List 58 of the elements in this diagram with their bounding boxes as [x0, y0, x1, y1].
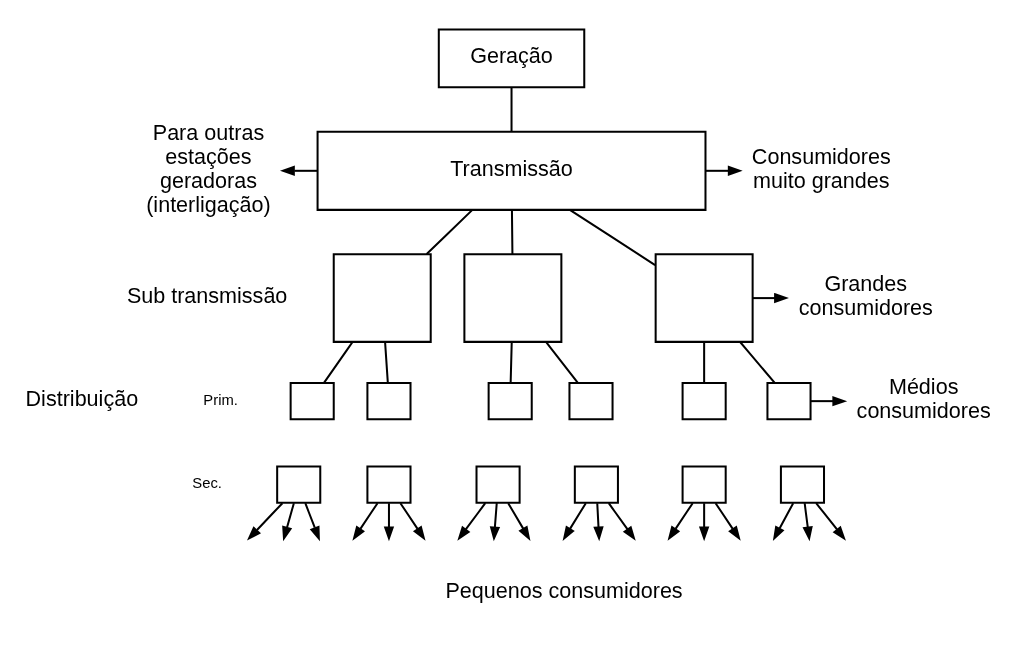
arrow	[593, 502, 604, 541]
arrow	[705, 165, 743, 176]
node-text: Para outras estações geradoras (interligação)	[146, 119, 271, 217]
node-box	[681, 381, 727, 420]
node-box	[568, 381, 614, 420]
node-box	[779, 464, 825, 504]
connector	[739, 340, 776, 383]
arrow	[714, 502, 741, 541]
connector	[569, 208, 656, 266]
arrow	[802, 502, 813, 541]
label: Distribuição	[25, 385, 139, 411]
arrow	[752, 292, 789, 303]
connector	[509, 341, 513, 383]
arrow	[247, 502, 284, 540]
node-box	[654, 252, 754, 343]
node-text: Grandes consumidores	[798, 270, 933, 320]
arrow	[772, 502, 795, 541]
arrow	[667, 502, 694, 541]
label: Sec.	[192, 474, 222, 491]
connector	[384, 341, 389, 383]
connector	[545, 340, 579, 383]
connector	[323, 340, 354, 383]
node-box: Transmissão	[316, 130, 707, 211]
node-box	[487, 381, 533, 420]
connector	[425, 208, 474, 255]
connector	[703, 341, 706, 383]
arrow	[352, 502, 379, 541]
arrow	[304, 502, 320, 541]
arrow	[282, 502, 295, 541]
arrow	[457, 502, 487, 541]
node-box	[276, 464, 322, 504]
arrow	[562, 502, 587, 541]
node-box	[681, 464, 727, 504]
connector	[510, 209, 514, 254]
label: Pequenos consumidores	[445, 577, 683, 603]
arrow	[815, 502, 846, 541]
node-box	[573, 464, 619, 504]
node-box	[366, 464, 412, 504]
node-text: Consumidores muito grandes	[751, 143, 891, 193]
node-box	[475, 464, 521, 504]
arrow	[507, 502, 531, 541]
label: Sub transmissão	[126, 282, 288, 308]
arrow	[280, 165, 318, 176]
node-text: Médios consumidores	[856, 373, 991, 423]
arrow	[489, 502, 501, 541]
node-box: Geração	[437, 27, 586, 88]
node-box	[766, 381, 812, 420]
label: Prim.	[203, 391, 238, 408]
node-box	[332, 252, 432, 343]
arrow	[383, 502, 395, 541]
node-box	[289, 381, 335, 420]
arrow	[607, 502, 636, 541]
node-box	[463, 252, 563, 343]
arrow	[399, 502, 426, 541]
arrow	[698, 502, 710, 541]
node-box	[366, 381, 412, 420]
arrow	[810, 395, 848, 406]
connector	[510, 86, 513, 131]
